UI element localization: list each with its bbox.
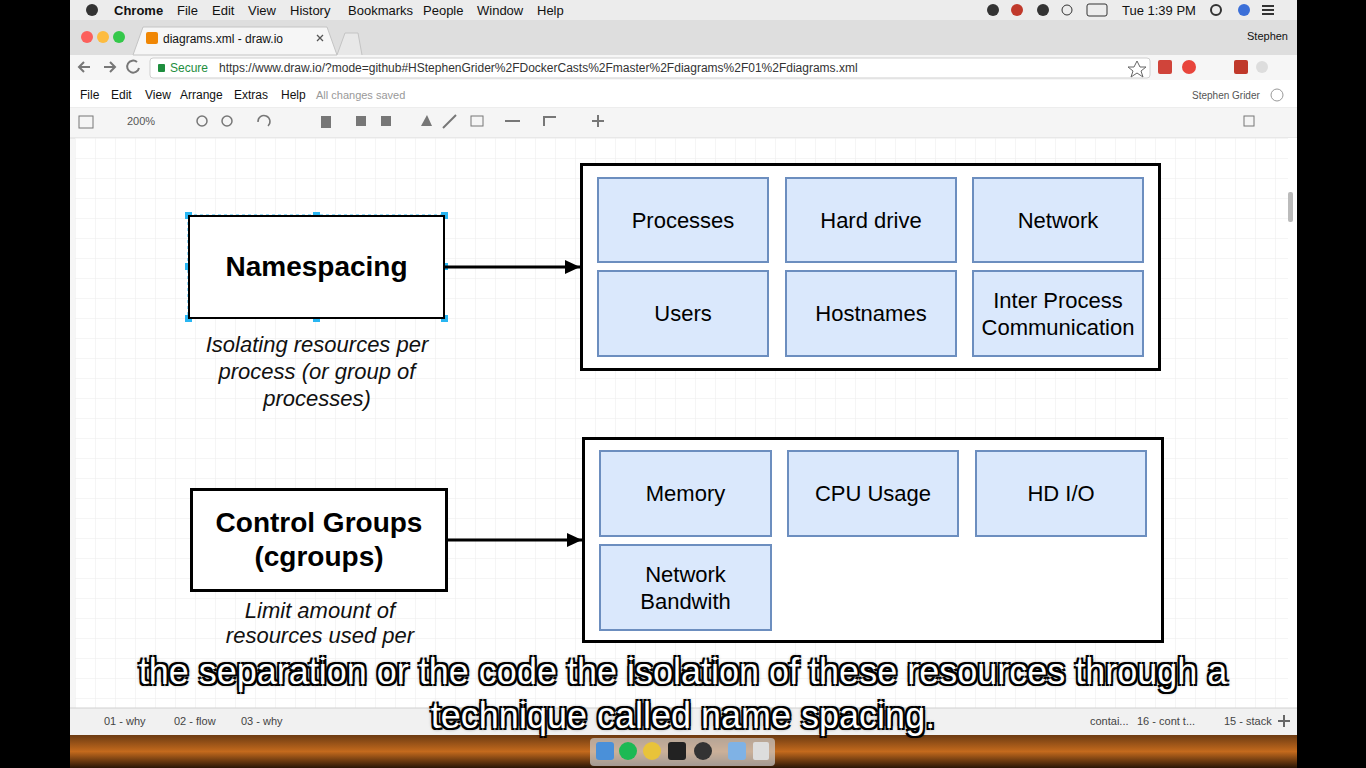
node-text: Hostnames xyxy=(793,300,949,327)
resource-box: Network xyxy=(972,177,1144,263)
node-text: Memory xyxy=(607,480,764,507)
canvas xyxy=(75,138,1297,708)
extension-icons xyxy=(1158,60,1268,74)
toolbar-icons xyxy=(79,115,1254,128)
nav-buttons xyxy=(79,61,139,73)
resource-box: Network Bandwith xyxy=(599,544,772,631)
resource-box: Inter Process Communication xyxy=(972,270,1144,357)
node-text: Namespacing xyxy=(196,250,437,284)
resource-box: HD I/O xyxy=(975,450,1147,537)
node-text: Inter Process Communication xyxy=(980,287,1136,341)
caption: Limit amount of resources used per xyxy=(195,598,445,648)
node-text: Hard drive xyxy=(793,207,949,234)
resource-box: Processes xyxy=(597,177,769,263)
tab-title: diagrams.xml - draw.io xyxy=(163,32,283,46)
address-bar xyxy=(150,58,1150,78)
resource-box: Users xyxy=(597,270,769,357)
page-tab: 15 - stack xyxy=(1224,715,1272,728)
user-name: Stephen Grider xyxy=(1192,90,1260,102)
toolbar xyxy=(70,108,1297,138)
page-tab: 02 - flow xyxy=(174,715,216,728)
menu-item: People xyxy=(423,3,463,19)
url: https://www.draw.io/?mode=github#HStephe… xyxy=(219,61,858,75)
clock: Tue 1:39 PM xyxy=(1122,3,1196,19)
save-status: All changes saved xyxy=(316,89,405,102)
menu-item: File xyxy=(177,3,198,19)
app-menu: Chrome xyxy=(114,3,163,19)
tab-strip xyxy=(70,20,1297,55)
dock-icons xyxy=(596,742,769,760)
caption: Isolating resources per process (or grou… xyxy=(192,331,442,412)
node-text: CPU Usage xyxy=(795,480,951,507)
secure-badge: Secure xyxy=(170,61,208,75)
node-text: HD I/O xyxy=(983,480,1139,507)
page-tab: 01 - why xyxy=(104,715,146,728)
node-text: Users xyxy=(605,300,761,327)
dock xyxy=(590,738,775,766)
resource-box: Hostnames xyxy=(785,270,957,357)
browser-tab xyxy=(133,27,337,55)
menu-item: Help xyxy=(537,3,564,19)
desktop xyxy=(70,735,1297,768)
page-tab: 03 - why xyxy=(241,715,283,728)
arrow-connector xyxy=(448,539,582,542)
app-menu-item: File xyxy=(80,88,99,102)
concept-box: Control Groups (cgroups) xyxy=(190,488,448,592)
mac-menubar xyxy=(70,0,1297,20)
selection-handles xyxy=(185,212,448,322)
concept-box: Namespacing xyxy=(188,215,445,319)
node-text: Network Bandwith xyxy=(607,561,764,615)
menu-item: Edit xyxy=(212,3,234,19)
resource-box: Memory xyxy=(599,450,772,537)
node-text: Processes xyxy=(605,207,761,234)
menu-item: Window xyxy=(477,3,523,19)
app-menu-item: Help xyxy=(281,88,306,102)
app-menu-item: Edit xyxy=(111,88,132,102)
arrow-connector xyxy=(445,266,580,269)
page-tab: 16 - cont t... xyxy=(1137,715,1195,728)
menu-item: View xyxy=(248,3,276,19)
app-menu-item: Arrange xyxy=(180,88,223,102)
profile-name: Stephen xyxy=(1247,30,1288,43)
menu-item: History xyxy=(290,3,330,19)
subtitle: the separation or the code the isolation… xyxy=(118,650,1248,738)
resource-group: Memory CPU Usage HD I/O Network Bandwith xyxy=(582,437,1164,643)
resource-group: Processes Hard drive NetworkUsers Hostnames… xyxy=(580,163,1161,371)
resource-box: CPU Usage xyxy=(787,450,959,537)
resource-box: Hard drive xyxy=(785,177,957,263)
app-menu-item: View xyxy=(145,88,171,102)
page-tab: contai... xyxy=(1090,715,1129,728)
menu-item: Bookmarks xyxy=(348,3,413,19)
zoom-level: 200% xyxy=(127,115,155,128)
node-text: Network xyxy=(980,207,1136,234)
node-text: Control Groups (cgroups) xyxy=(199,506,439,574)
app-menu-item: Extras xyxy=(234,88,268,102)
scrollbar xyxy=(1288,192,1293,222)
